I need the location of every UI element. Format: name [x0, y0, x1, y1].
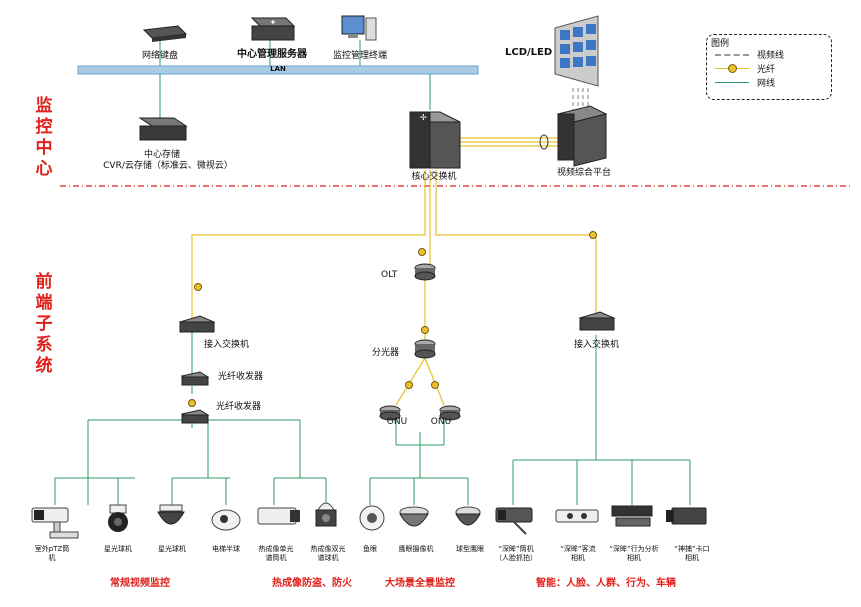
mini-dome-camera-icon [211, 509, 241, 531]
camera-label: 室外pTZ筒 [34, 545, 70, 553]
access-switch-right-label: 接入交换机 [574, 340, 620, 350]
core-switch-icon: ✢ [409, 111, 461, 169]
dome-camera-icon [108, 504, 128, 532]
camera-label: “深眸”客流 [560, 545, 596, 553]
storage-label: 中心存储 [143, 150, 181, 160]
transceiver-icon [180, 409, 210, 424]
face-capture-camera-icon [495, 507, 533, 535]
terminal-icon [341, 15, 377, 41]
video-lines [572, 88, 589, 110]
video-platform-icon [556, 105, 608, 167]
olt-label: OLT [381, 270, 398, 280]
splitter-label: 分光器 [372, 348, 400, 358]
section-title-front: 前端子系统 [35, 272, 53, 376]
fiber-connectors [188, 231, 597, 407]
section-title-center: 监控中心 [35, 96, 53, 179]
camera-label: “神捕”卡口 [674, 545, 710, 553]
keyboard-label: 网络键盘 [141, 51, 179, 61]
access-switch-right-icon [578, 311, 616, 331]
ptz-bullet-camera-icon [31, 507, 79, 539]
server-icon: ✦ [250, 17, 296, 41]
camera-label: “深眸”行为分析 [609, 545, 659, 553]
onu-1-label: ONU [386, 417, 408, 427]
svg-text:✦: ✦ [270, 18, 277, 27]
spherical-eagle-eye-camera-icon [455, 506, 481, 526]
access-switch-left-label: 接入交换机 [204, 340, 250, 350]
category-regular: 常规视频监控 [110, 578, 170, 589]
svg-text:✢: ✢ [420, 113, 427, 122]
behavior-analysis-camera-icon [611, 505, 653, 527]
camera-label: 热成像双光 [310, 545, 346, 553]
olt-icon [414, 263, 436, 281]
camera-label-2: 机 [48, 554, 56, 562]
category-panorama: 大场景全景监控 [385, 578, 455, 589]
legend-video-swatch [715, 54, 749, 56]
camera-label: 球型鹰眼 [456, 545, 484, 553]
camera-label: 星光球机 [104, 545, 132, 553]
video-platform-label: 视频综合平台 [556, 168, 612, 178]
splitter-icon [414, 339, 436, 359]
fiber-lines [191, 137, 597, 406]
keyboard-icon [142, 25, 188, 42]
camera-label-2: （人脸抓拍） [495, 554, 537, 562]
dome-camera-icon [157, 504, 185, 525]
lan-label: LAN [270, 65, 286, 73]
onu-icon [379, 405, 401, 421]
storage-icon [138, 117, 188, 141]
camera-label-2: 相机 [627, 554, 641, 562]
fisheye-camera-icon [359, 505, 385, 531]
display-label: LCD/LED [505, 47, 553, 58]
core-switch-label: 核心交换机 [411, 172, 457, 182]
legend-fiber-dot [728, 64, 737, 73]
thermal-dome-camera-icon [315, 502, 337, 527]
camera-label: 星光球机 [158, 545, 186, 553]
legend-title: 图例 [711, 39, 730, 49]
transceiver-1-label: 光纤收发器 [218, 372, 264, 382]
category-thermal: 热成像防盗、防火 [272, 578, 352, 589]
thermal-bullet-camera-icon [257, 507, 300, 525]
camera-label: 鱼眼 [363, 545, 377, 553]
camera-label: “深眸”筒机 [498, 545, 534, 553]
checkpoint-camera-icon [666, 507, 707, 525]
eagle-eye-camera-icon [399, 506, 429, 527]
transceiver-icon [180, 371, 210, 386]
legend: 图例 视频线 光纤 网线 [706, 34, 832, 100]
legend-network-swatch [715, 82, 749, 83]
camera-label-2: 谱筒机 [265, 554, 287, 562]
transceiver-2-label: 光纤收发器 [216, 402, 262, 412]
category-smart: 智能：人脸、人群、行为、车辆 [536, 578, 676, 589]
people-counting-camera-icon [555, 509, 599, 523]
lan-bar [77, 65, 479, 75]
onu-icon [439, 405, 461, 421]
legend-network-label: 网线 [757, 79, 776, 89]
camera-label-2: 谱球机 [317, 554, 339, 562]
camera-label: 电梯半球 [212, 545, 240, 553]
terminal-label: 监控管理终端 [332, 51, 388, 61]
camera-label-2: 相机 [571, 554, 585, 562]
camera-label: 鹰眼摄像机 [398, 545, 434, 553]
storage-sub-label: CVR/云存储（标准云、微视云） [103, 161, 233, 171]
access-switch-left-icon [178, 315, 216, 333]
fiber-bundle-ring [539, 134, 549, 150]
legend-video-label: 视频线 [757, 51, 785, 61]
onu-2-label: ONU [430, 417, 452, 427]
legend-fiber-label: 光纤 [757, 65, 776, 75]
server-label: 中心管理服务器 [237, 49, 307, 60]
camera-label: 热成像单光 [258, 545, 294, 553]
camera-label-2: 相机 [685, 554, 699, 562]
display-wall-icon [554, 15, 599, 87]
